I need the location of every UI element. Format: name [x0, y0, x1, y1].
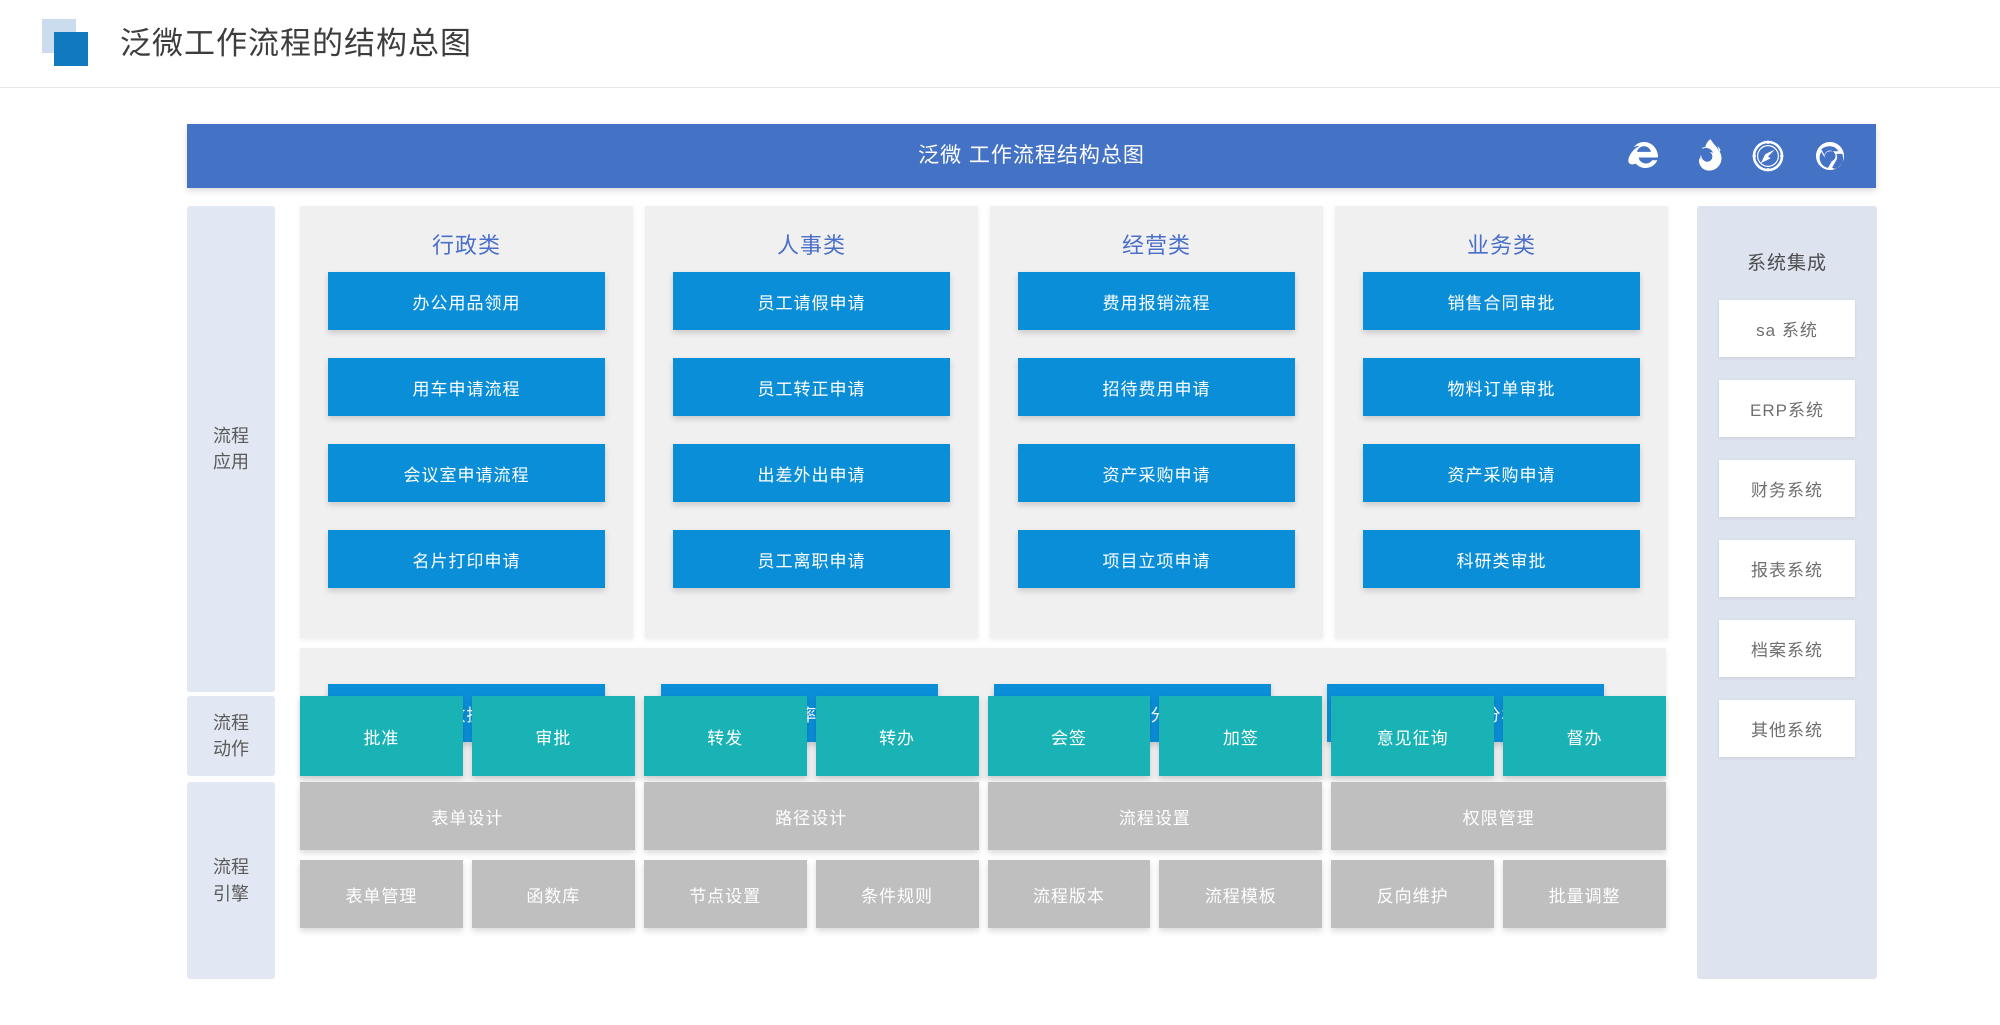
process-item[interactable]: 办公用品领用: [328, 272, 605, 330]
browser-icon-group: [1624, 134, 1850, 178]
engine-item[interactable]: 条件规则: [815, 860, 979, 928]
rail-process-application[interactable]: 流程 应用: [187, 206, 275, 692]
action-item[interactable]: 审批: [471, 696, 635, 776]
process-item[interactable]: 物料订单审批: [1363, 358, 1640, 416]
category-panel-business: 业务类 销售合同审批 物料订单审批 资产采购申请 科研类审批: [1335, 206, 1668, 638]
rail-process-engine[interactable]: 流程 引擎: [187, 782, 275, 979]
logo-front-square: [54, 32, 88, 66]
system-integration-list: sa 系统 ERP系统 财务系统 报表系统 档案系统 其他系统: [1719, 300, 1855, 757]
rail-label-line2: 引擎: [213, 883, 249, 904]
system-item[interactable]: 报表系统: [1719, 540, 1855, 597]
category-panel-human-resources: 人事类 员工请假申请 员工转正申请 出差外出申请 员工离职申请: [645, 206, 978, 638]
process-action-row: 批准 审批 转发 转办 会签 加签 意见征询 督办: [300, 696, 1666, 776]
engine-item[interactable]: 表单管理: [300, 860, 463, 928]
action-item[interactable]: 批准: [300, 696, 463, 776]
system-item[interactable]: 财务系统: [1719, 460, 1855, 517]
engine-item[interactable]: 函数库: [471, 860, 635, 928]
process-item[interactable]: 资产采购申请: [1363, 444, 1640, 502]
system-integration-title: 系统集成: [1746, 253, 1827, 274]
system-item[interactable]: 档案系统: [1719, 620, 1855, 677]
category-panel-administrative: 行政类 办公用品领用 用车申请流程 会议室申请流程 名片打印申请: [300, 206, 633, 638]
rail-label-line1: 流程: [213, 712, 249, 733]
system-integration-panel: 系统集成 sa 系统 ERP系统 财务系统 报表系统 档案系统 其他系统: [1697, 206, 1877, 979]
process-item[interactable]: 招待费用申请: [1018, 358, 1295, 416]
process-item[interactable]: 销售合同审批: [1363, 272, 1640, 330]
engine-item[interactable]: 表单设计: [300, 782, 635, 850]
engine-item[interactable]: 反向维护: [1331, 860, 1495, 928]
rail-label-line1: 流程: [213, 425, 249, 446]
diagram-title-bar: 泛微 工作流程结构总图: [187, 124, 1876, 188]
category-title: 经营类: [1121, 233, 1191, 258]
action-item[interactable]: 加签: [1159, 696, 1323, 776]
diagram-title-text: 泛微 工作流程结构总图: [918, 144, 1145, 167]
action-item[interactable]: 督办: [1503, 696, 1666, 776]
process-item[interactable]: 用车申请流程: [328, 358, 605, 416]
internet-explorer-icon[interactable]: [1624, 136, 1664, 176]
page-title: 泛微工作流程的结构总图: [120, 26, 472, 61]
engine-item[interactable]: 流程模板: [1159, 860, 1323, 928]
process-engine-row-secondary: 表单管理 函数库 节点设置 条件规则 流程版本 流程模板 反向维护 批量调整: [300, 860, 1666, 928]
chrome-icon[interactable]: [1810, 136, 1850, 176]
process-item[interactable]: 员工离职申请: [673, 530, 950, 588]
category-title: 人事类: [776, 233, 846, 258]
process-item[interactable]: 项目立项申请: [1018, 530, 1295, 588]
system-item[interactable]: 其他系统: [1719, 700, 1855, 757]
engine-item[interactable]: 批量调整: [1503, 860, 1666, 928]
firefox-icon[interactable]: [1686, 136, 1726, 176]
category-item-list: 销售合同审批 物料订单审批 资产采购申请 科研类审批: [1363, 272, 1640, 588]
category-item-list: 费用报销流程 招待费用申请 资产采购申请 项目立项申请: [1018, 272, 1295, 588]
app-logo: [42, 19, 94, 71]
engine-item[interactable]: 节点设置: [643, 860, 807, 928]
rail-label-line1: 流程: [213, 857, 249, 878]
process-item[interactable]: 名片打印申请: [328, 530, 605, 588]
category-title: 行政类: [431, 233, 501, 258]
process-item[interactable]: 员工请假申请: [673, 272, 950, 330]
rail-process-action[interactable]: 流程 动作: [187, 696, 275, 776]
action-item[interactable]: 会签: [987, 696, 1151, 776]
system-item[interactable]: ERP系统: [1719, 380, 1855, 437]
category-panel-operations: 经营类 费用报销流程 招待费用申请 资产采购申请 项目立项申请: [990, 206, 1323, 638]
process-item[interactable]: 会议室申请流程: [328, 444, 605, 502]
category-item-list: 员工请假申请 员工转正申请 出差外出申请 员工离职申请: [673, 272, 950, 588]
action-item[interactable]: 转办: [815, 696, 979, 776]
safari-icon[interactable]: [1748, 136, 1788, 176]
process-item[interactable]: 费用报销流程: [1018, 272, 1295, 330]
rail-label-line2: 应用: [213, 452, 249, 472]
system-item[interactable]: sa 系统: [1719, 300, 1855, 357]
engine-item[interactable]: 流程版本: [987, 860, 1151, 928]
action-item[interactable]: 意见征询: [1331, 696, 1495, 776]
process-item[interactable]: 员工转正申请: [673, 358, 950, 416]
category-item-list: 办公用品领用 用车申请流程 会议室申请流程 名片打印申请: [328, 272, 605, 588]
page-header: 泛微工作流程的结构总图: [0, 0, 2000, 88]
engine-item[interactable]: 路径设计: [643, 782, 979, 850]
engine-item[interactable]: 权限管理: [1331, 782, 1666, 850]
process-engine-row-primary: 表单设计 路径设计 流程设置 权限管理: [300, 782, 1666, 850]
process-item[interactable]: 出差外出申请: [673, 444, 950, 502]
process-item[interactable]: 资产采购申请: [1018, 444, 1295, 502]
process-item[interactable]: 科研类审批: [1363, 530, 1640, 588]
rail-label-line2: 动作: [213, 739, 249, 759]
engine-item[interactable]: 流程设置: [987, 782, 1323, 850]
workflow-structure-diagram: 泛微 工作流程结构总图 流程: [0, 88, 2000, 1025]
category-title: 业务类: [1466, 233, 1536, 258]
action-item[interactable]: 转发: [643, 696, 807, 776]
